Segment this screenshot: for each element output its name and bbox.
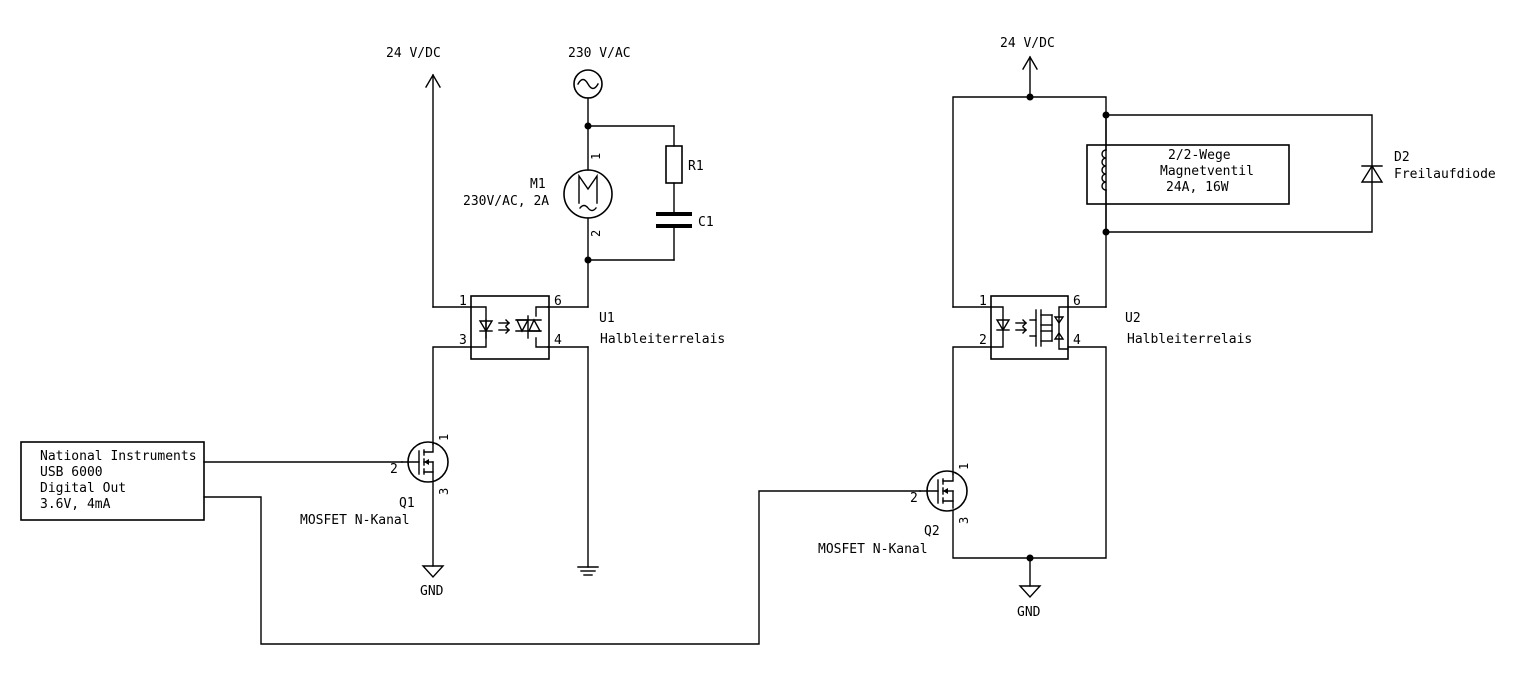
q2-value: MOSFET N-Kanal — [818, 542, 928, 557]
m1-pin2: 2 — [589, 230, 603, 237]
q1-ref: Q1 — [399, 496, 415, 511]
d2-ref: D2 — [1394, 150, 1410, 165]
ac-source: 230 V/AC — [568, 46, 631, 127]
relay-u2: 1 2 6 4 U2 Halbleiterrelais — [979, 294, 1252, 360]
m1-value: 230V/AC, 2A — [463, 194, 549, 209]
ni-box-line1: National Instruments — [40, 449, 197, 464]
u1-ref: U1 — [599, 311, 615, 326]
wire-u2-q2 — [952, 346, 992, 475]
u2-value: Halbleiterrelais — [1127, 332, 1252, 347]
gnd-left-label: GND — [420, 584, 444, 599]
ni-usb6000-box: National Instruments USB 6000 Digital Ou… — [20, 441, 205, 521]
ni-box-line2: USB 6000 — [40, 465, 103, 480]
u2-pin1: 1 — [979, 294, 987, 309]
ni-box-line3: Digital Out — [40, 481, 126, 496]
wire-u2-gnd — [1029, 346, 1107, 559]
gnd-right-label: GND — [1017, 605, 1041, 620]
u2-pin6: 6 — [1073, 294, 1081, 309]
u2-pin2: 2 — [979, 333, 987, 348]
power-24v-right: 24 V/DC — [1000, 36, 1055, 98]
valve-line1: 2/2-Wege — [1168, 148, 1231, 163]
earth-symbol — [577, 566, 599, 576]
solenoid-valve: 2/2-Wege Magnetventil 24A, 16W — [1086, 114, 1290, 233]
power-24v-right-label: 24 V/DC — [1000, 36, 1055, 51]
q2-ref: Q2 — [924, 524, 940, 539]
q2-pin3: 3 — [957, 517, 971, 524]
power-24v-left: 24 V/DC — [386, 46, 441, 308]
ni-box-line4: 3.6V, 4mA — [40, 497, 111, 512]
m1-pin1: 1 — [589, 153, 603, 160]
resistor-r1: R1 — [665, 145, 704, 215]
wire-u1-q1 — [432, 346, 472, 445]
capacitor-c1: C1 — [656, 212, 714, 261]
motor-m1: 1 2 M1 230V/AC, 2A — [463, 125, 613, 261]
wire-ni-q2 — [203, 490, 921, 645]
c1-ref: C1 — [698, 215, 714, 230]
q1-value: MOSFET N-Kanal — [300, 513, 410, 528]
diode-d2: D2 Freilaufdiode — [1360, 150, 1496, 183]
ac-source-label: 230 V/AC — [568, 46, 631, 61]
q1-pin2: 2 — [390, 462, 398, 477]
m1-ref: M1 — [530, 177, 546, 192]
relay-u1: 1 3 6 4 U1 Halbleiterrelais — [459, 294, 725, 360]
wire-24v-loop — [952, 96, 1107, 308]
mosfet-q2: 1 2 3 Q2 MOSFET N-Kanal — [818, 463, 1031, 559]
gnd-left: GND — [420, 565, 445, 599]
valve-line2: Magnetventil — [1160, 164, 1254, 179]
mosfet-q1: 1 2 3 Q1 MOSFET N-Kanal — [300, 434, 451, 567]
u1-pin1: 1 — [459, 294, 467, 309]
d2-value: Freilaufdiode — [1394, 167, 1496, 182]
u1-pin3: 3 — [459, 333, 467, 348]
u2-ref: U2 — [1125, 311, 1141, 326]
gnd-right: GND — [1017, 557, 1042, 620]
q2-pin1: 1 — [957, 463, 971, 470]
power-24v-left-label: 24 V/DC — [386, 46, 441, 61]
q1-pin3: 3 — [437, 488, 451, 495]
u1-pin6: 6 — [554, 294, 562, 309]
u1-pin4: 4 — [554, 333, 562, 348]
valve-line3: 24A, 16W — [1166, 180, 1229, 195]
r1-ref: R1 — [688, 159, 704, 174]
u1-value: Halbleiterrelais — [600, 332, 725, 347]
q2-pin2: 2 — [910, 491, 918, 506]
q1-pin1: 1 — [437, 434, 451, 441]
wire-diode-loop — [1105, 114, 1373, 233]
u2-pin4: 4 — [1073, 333, 1081, 348]
